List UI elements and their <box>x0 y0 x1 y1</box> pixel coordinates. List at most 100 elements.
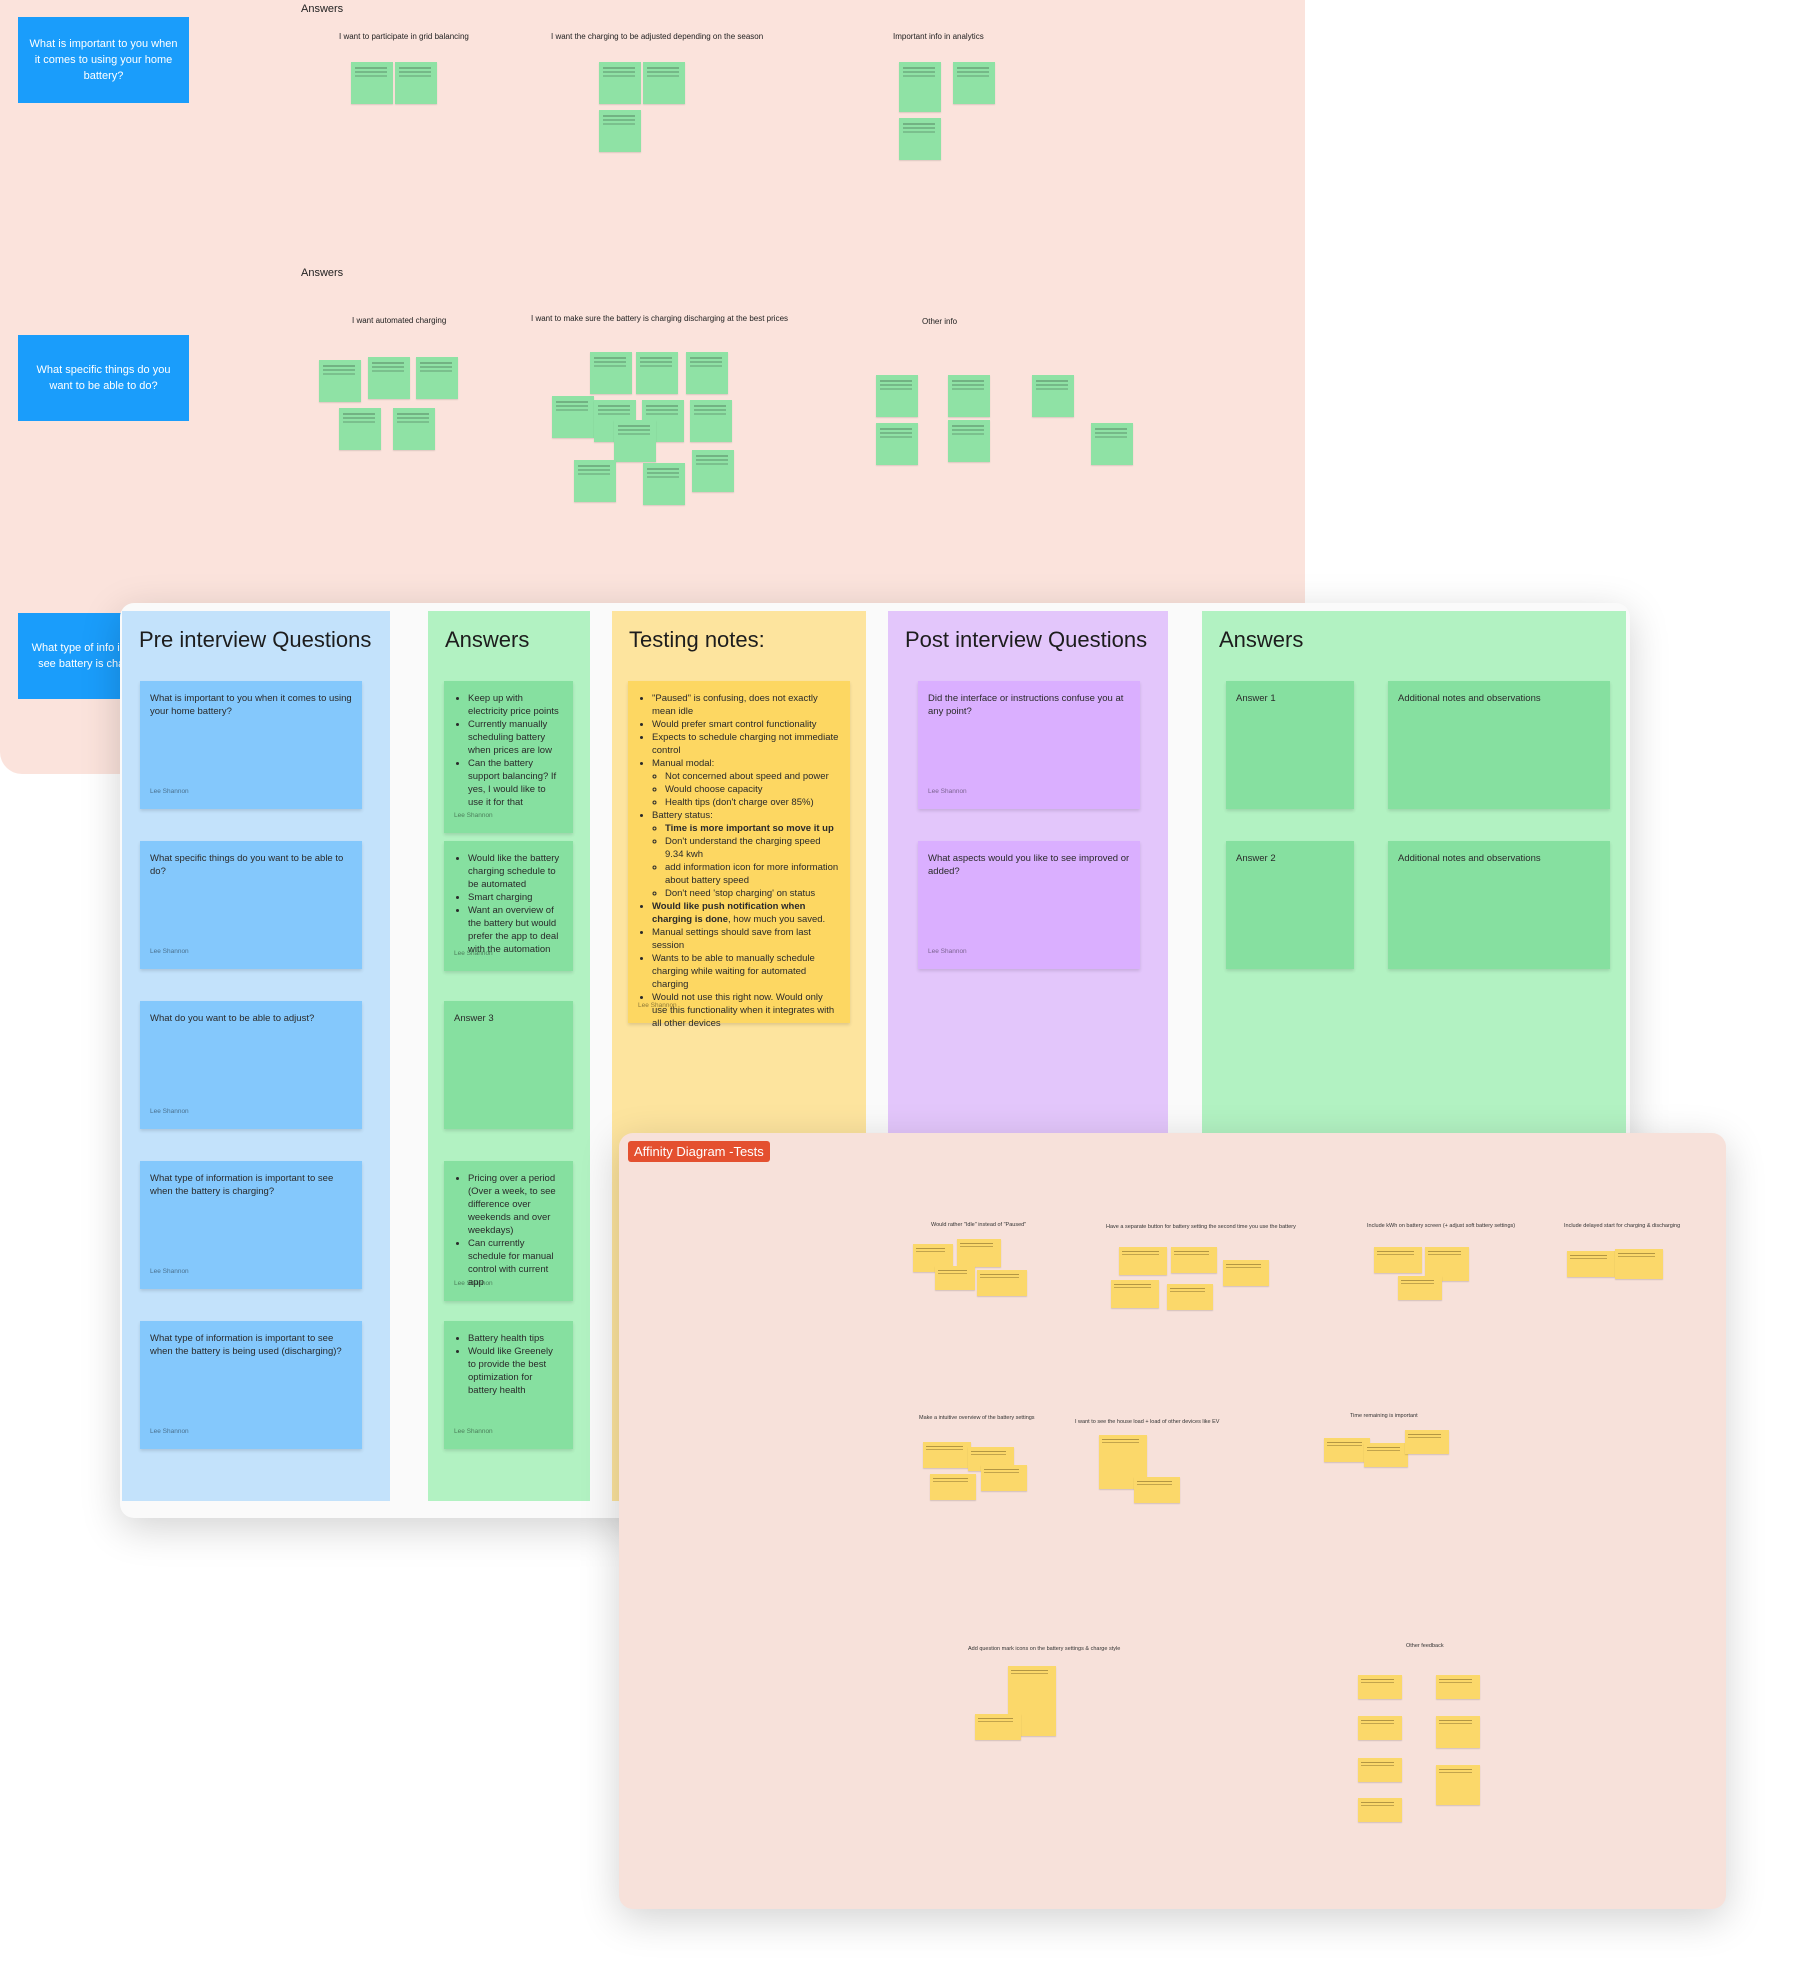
question-card[interactable]: What is important to you when it comes t… <box>18 17 189 103</box>
answer-sticky[interactable]: Would like the battery charging schedule… <box>444 841 573 971</box>
affinity-title-badge[interactable]: Affinity Diagram -Tests <box>628 1141 770 1162</box>
note-item: Manual settings should save from last se… <box>652 926 840 952</box>
sticky-note[interactable] <box>599 62 641 104</box>
answer-sticky[interactable]: Answer 3 <box>444 1001 573 1129</box>
sticky-note[interactable] <box>876 423 918 465</box>
sticky-note[interactable] <box>1436 1675 1480 1699</box>
note-item: Would prefer smart control functionality <box>652 718 840 731</box>
sticky-note[interactable] <box>1032 375 1074 417</box>
sticky-note[interactable] <box>935 1266 975 1290</box>
sticky-note[interactable] <box>395 62 437 104</box>
sticky-note[interactable] <box>923 1442 971 1468</box>
sticky-note[interactable] <box>1358 1758 1402 1782</box>
sticky-note[interactable] <box>1358 1716 1402 1740</box>
group-label: Time remaining is important <box>1350 1413 1418 1419</box>
sticky-note[interactable] <box>1171 1247 1217 1273</box>
sticky-note[interactable] <box>319 360 361 402</box>
notes-sticky[interactable]: Additional notes and observations <box>1388 681 1610 809</box>
note-subitem: Time is more important so move it up <box>665 822 840 835</box>
sticky-note[interactable] <box>416 357 458 399</box>
question-sticky[interactable]: What is important to you when it comes t… <box>140 681 362 809</box>
sticky-note[interactable] <box>339 408 381 450</box>
sticky-note[interactable] <box>981 1465 1027 1491</box>
note-text: , how much you saved. <box>728 914 826 925</box>
answer-item: Pricing over a period (Over a week, to s… <box>468 1172 563 1237</box>
sticky-note[interactable] <box>1167 1284 1213 1310</box>
question-sticky[interactable]: What specific things do you want to be a… <box>140 841 362 969</box>
question-card[interactable]: What specific things do you want to be a… <box>18 335 189 421</box>
column-answers: Answers Keep up with electricity price p… <box>428 611 590 1501</box>
sticky-note[interactable] <box>977 1270 1027 1296</box>
sticky-note[interactable] <box>599 110 641 152</box>
sticky-note[interactable] <box>1364 1443 1408 1467</box>
sticky-note[interactable] <box>1358 1798 1402 1822</box>
sticky-note[interactable] <box>899 118 941 160</box>
sticky-author: Lee Shannon <box>150 1268 189 1275</box>
sticky-note[interactable] <box>1405 1430 1449 1454</box>
sticky-author: Lee Shannon <box>454 812 493 819</box>
sticky-note[interactable] <box>393 408 435 450</box>
sticky-note[interactable] <box>1398 1276 1442 1300</box>
answer-sticky[interactable]: Pricing over a period (Over a week, to s… <box>444 1161 573 1301</box>
answer-item: Would like the battery charging schedule… <box>468 852 563 891</box>
question-text: What specific things do you want to be a… <box>36 364 171 392</box>
sticky-note[interactable] <box>690 400 732 442</box>
sticky-author: Lee Shannon <box>150 1428 189 1435</box>
sticky-note[interactable] <box>574 460 616 502</box>
column-title: Answers <box>445 627 530 652</box>
testing-sticky[interactable]: "Paused" is confusing, does not exactly … <box>628 681 850 1029</box>
theme-label: Important info in analytics <box>893 32 984 41</box>
sticky-note[interactable] <box>686 352 728 394</box>
sticky-note[interactable] <box>975 1714 1021 1740</box>
sticky-author: Lee Shannon <box>638 1002 677 1009</box>
sticky-note[interactable] <box>1119 1247 1167 1275</box>
question-sticky[interactable]: What aspects would you like to see impro… <box>918 841 1140 969</box>
note-text: Battery status: <box>652 810 713 821</box>
note-subitem: Don't need 'stop charging' on status <box>665 887 840 900</box>
sticky-note[interactable] <box>1091 423 1133 465</box>
sticky-text: Answer 2 <box>1236 853 1276 864</box>
sticky-note[interactable] <box>368 357 410 399</box>
answer-item: Smart charging <box>468 891 563 904</box>
sticky-text: What do you want to be able to adjust? <box>150 1013 315 1024</box>
sticky-note[interactable] <box>1436 1765 1480 1805</box>
sticky-note[interactable] <box>1358 1675 1402 1699</box>
sticky-note[interactable] <box>552 396 594 438</box>
sticky-note[interactable] <box>1134 1477 1180 1503</box>
sticky-note[interactable] <box>1223 1260 1269 1286</box>
answer-sticky[interactable]: Battery health tips Would like Greenely … <box>444 1321 573 1449</box>
sticky-note[interactable] <box>876 375 918 417</box>
sticky-note[interactable] <box>899 62 941 112</box>
sticky-note[interactable] <box>692 450 734 492</box>
sticky-note[interactable] <box>1615 1249 1663 1279</box>
sticky-note[interactable] <box>930 1474 976 1500</box>
answer-sticky[interactable]: Keep up with electricity price points Cu… <box>444 681 573 833</box>
sticky-note[interactable] <box>643 463 685 505</box>
sticky-author: Lee Shannon <box>928 788 967 795</box>
question-sticky[interactable]: What type of information is important to… <box>140 1161 362 1289</box>
sticky-note[interactable] <box>953 62 995 104</box>
question-sticky[interactable]: What type of information is important to… <box>140 1321 362 1449</box>
answer-sticky[interactable]: Answer 2 <box>1226 841 1354 969</box>
question-sticky[interactable]: What do you want to be able to adjust? L… <box>140 1001 362 1129</box>
notes-sticky[interactable]: Additional notes and observations <box>1388 841 1610 969</box>
sticky-note[interactable] <box>957 1239 1001 1267</box>
sticky-note[interactable] <box>948 420 990 462</box>
sticky-note[interactable] <box>614 420 656 462</box>
affinity-board: Affinity Diagram -Tests Would rather "Id… <box>619 1133 1726 1909</box>
sticky-note[interactable] <box>1111 1280 1159 1308</box>
sticky-note[interactable] <box>351 62 393 104</box>
note-subitem: Not concerned about speed and power <box>665 770 840 783</box>
answer-sticky[interactable]: Answer 1 <box>1226 681 1354 809</box>
sticky-note[interactable] <box>1425 1247 1469 1281</box>
sticky-note[interactable] <box>1567 1251 1615 1277</box>
sticky-note[interactable] <box>1374 1247 1422 1273</box>
sticky-note[interactable] <box>643 62 685 104</box>
sticky-note[interactable] <box>948 375 990 417</box>
question-sticky[interactable]: Did the interface or instructions confus… <box>918 681 1140 809</box>
sticky-note[interactable] <box>1324 1438 1370 1462</box>
sticky-note[interactable] <box>636 352 678 394</box>
sticky-note[interactable] <box>590 352 632 394</box>
sticky-note[interactable] <box>1436 1716 1480 1748</box>
answers-heading: Answers <box>301 3 344 15</box>
